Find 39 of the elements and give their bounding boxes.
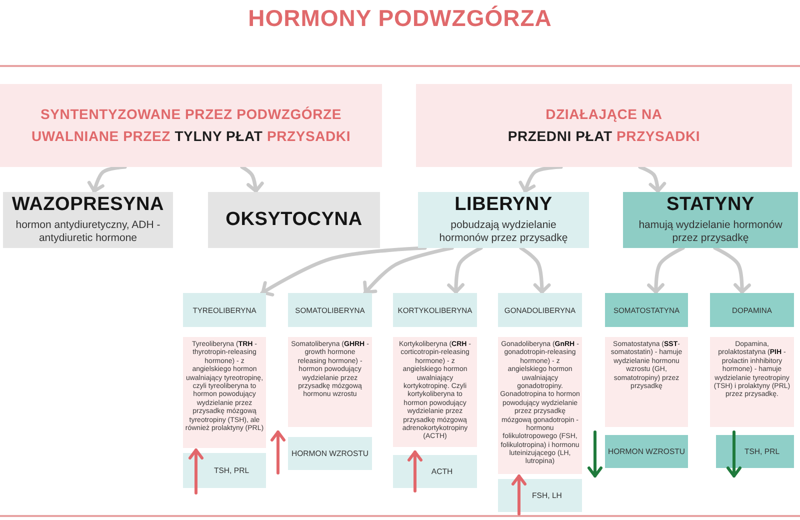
group-box [208,192,380,248]
curved-arrow [518,165,563,194]
title: HORMONY PODWZGÓRZA [248,5,552,32]
curved-arrow [519,246,551,295]
curved-arrow [447,246,483,295]
curved-arrow [260,246,427,296]
target-hormone-box [288,437,372,470]
curved-arrow [87,165,127,194]
curved-arrow [638,165,666,194]
group-heading: STATYNY [666,194,754,218]
description-box [183,337,266,448]
target-hormone-box [498,479,582,512]
group-box [623,192,798,248]
group-heading: WAZOPRESYNA [12,194,164,218]
group-box [418,192,589,248]
curved-arrow [713,246,751,295]
banner-heading: SYNTENTYZOWANE PRZEZ PODWZGÓRZE UWALNIANE PRZEZ TYLNY PŁAT PRZYSADKI [30,104,352,146]
curved-arrow [363,246,454,295]
curved-arrow [647,246,685,295]
target-hormone-box [716,435,794,468]
hormone-header-box [183,293,266,327]
category-banner [0,84,382,167]
banner-heading: DZIAŁAJĄCE NA PRZEDNI PŁAT PRZYSADKI [506,104,702,146]
curved-arrow [240,165,264,194]
group-heading: OKSYTOCYNA [226,208,362,232]
category-banner [416,84,792,167]
hormone-header-box [605,293,688,327]
group-description: hamują wydzielanie hormonów przez przysadkę [638,219,784,246]
target-hormone-box [183,453,266,488]
hormone-header-box [710,293,794,327]
hormone-header-box [393,293,477,327]
group-description: pobudzają wydzielanie hormonów przez przysadkę [438,219,569,246]
hormone-header-box [288,293,372,327]
group-box [3,192,173,248]
target-hormone-box [393,455,477,488]
target-hormone-box [605,435,688,468]
hormone-header-box [498,293,582,327]
group-description: hormon antydiuretyczny, ADH - antydiuretic hormone [14,219,162,246]
group-heading: LIBERYNY [454,194,552,218]
